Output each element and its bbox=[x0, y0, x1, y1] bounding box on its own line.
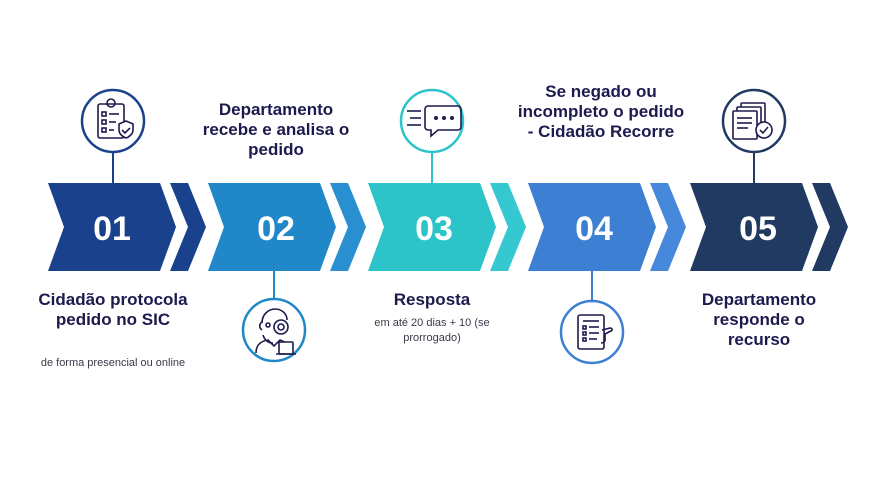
step-2-title: Departamento recebe e analisa o pedido bbox=[202, 100, 350, 159]
chevron-step-5 bbox=[690, 183, 818, 271]
chevron-tail-step-2 bbox=[330, 183, 366, 271]
step-3-subtitle: em até 20 dias + 10 (se prorrogado) bbox=[374, 317, 490, 344]
step-4-title: Se negado ou incompleto o pedido - Cidad… bbox=[517, 82, 685, 141]
step-4-number: 04 bbox=[575, 210, 613, 248]
step-3-title: Resposta bbox=[393, 290, 471, 309]
magnifier-person-icon bbox=[241, 297, 307, 363]
step-3-number: 03 bbox=[415, 210, 453, 248]
chevron-tail-step-3 bbox=[490, 183, 526, 271]
chevron-step-4 bbox=[528, 183, 656, 271]
step-1-number: 01 bbox=[93, 210, 131, 248]
step-1-subtitle: de forma presencial ou online bbox=[40, 357, 186, 369]
chevron-tail-step-4 bbox=[650, 183, 686, 271]
step-5-title: Departamento responde o recurso bbox=[701, 290, 817, 349]
chevron-tail-step-5 bbox=[812, 183, 848, 271]
chevron-step-2 bbox=[208, 183, 336, 271]
step-5-number: 05 bbox=[739, 210, 777, 248]
chat-bubble-icon bbox=[399, 88, 465, 154]
step-2-number: 02 bbox=[257, 210, 295, 248]
document-list-icon bbox=[559, 299, 625, 365]
step-1-title: Cidadão protocola pedido no SIC bbox=[38, 290, 188, 329]
chevron-step-3 bbox=[368, 183, 496, 271]
clipboard-check-icon bbox=[80, 88, 146, 154]
chevron-tail-step-1 bbox=[170, 183, 206, 271]
document-stack-check-icon bbox=[721, 88, 787, 154]
chevron-step-1 bbox=[48, 183, 176, 271]
